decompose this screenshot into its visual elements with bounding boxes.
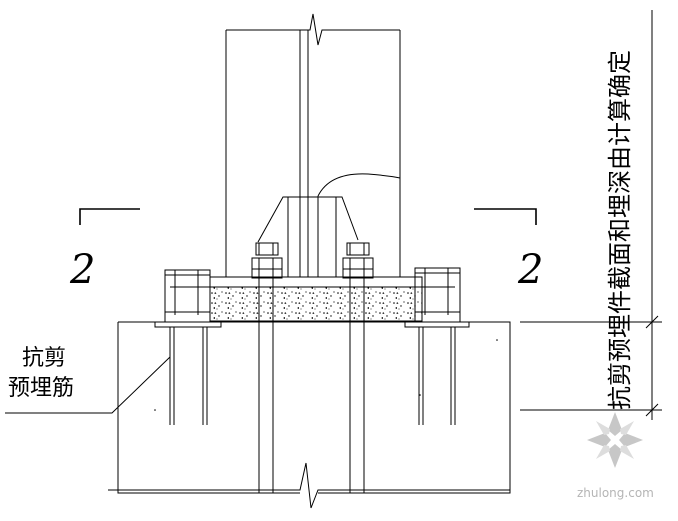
shear-anchor-left: [154, 269, 222, 425]
base-plate: [170, 276, 455, 322]
anchor-label-line1: 抗剪: [22, 346, 66, 371]
section-mark-right: 2: [474, 208, 543, 293]
shear-anchor-right: [404, 267, 470, 425]
anchor-label-leader: [5, 356, 171, 414]
watermark-text: zhulong.com: [577, 486, 654, 500]
anchor-bolt-left: [251, 242, 283, 493]
embed-depth-dimension: [520, 10, 662, 420]
section-number-left: 2: [69, 247, 95, 293]
steel-column: [225, 13, 401, 277]
section-mark-left: 2: [69, 208, 140, 293]
anchor-label-line2: 预埋筋: [8, 376, 74, 401]
zhulong-logo: [587, 412, 643, 468]
concrete-foundation: [108, 321, 511, 509]
section-number-right: 2: [517, 247, 543, 293]
stiffener-plates: [257, 196, 359, 277]
anchor-bolt-right: [342, 242, 374, 493]
embed-note-vertical: 抗剪预埋件截面和埋深由计算确定: [606, 50, 634, 410]
